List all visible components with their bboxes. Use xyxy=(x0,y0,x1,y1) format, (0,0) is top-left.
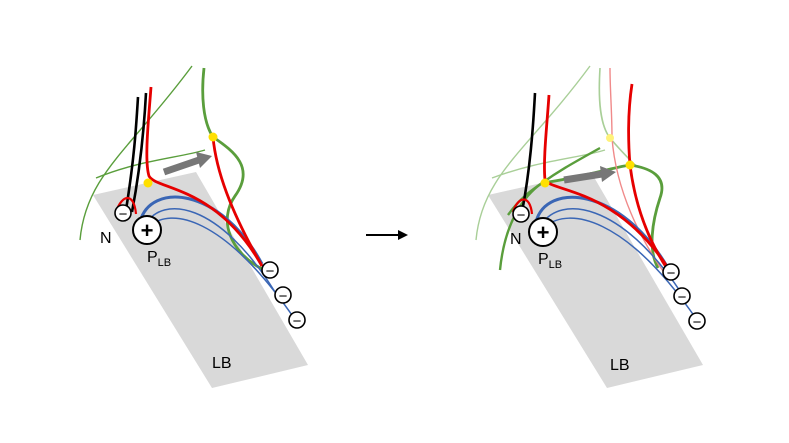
blue-field-line xyxy=(145,207,276,293)
region-label: LB xyxy=(212,355,232,372)
null-point xyxy=(143,178,153,188)
green-field-line xyxy=(79,65,193,241)
faint-green-field-line xyxy=(475,65,591,241)
negative-polarity-marker: − xyxy=(114,204,132,223)
svg-text:−: − xyxy=(678,289,687,306)
null-point xyxy=(208,132,218,142)
positive-label: PLB xyxy=(538,251,562,271)
negative-polarity-marker: − xyxy=(673,287,691,306)
null-point xyxy=(540,178,550,188)
negative-polarity-marker: − xyxy=(688,312,706,331)
black-field-line xyxy=(124,96,140,211)
faint-green-field-line xyxy=(491,149,606,179)
gray-motion-arrow xyxy=(563,166,616,184)
positive-polarity-marker: + xyxy=(132,215,162,245)
blue-field-line xyxy=(541,208,683,295)
negative-polarity-marker: − xyxy=(662,263,680,282)
green-field-line xyxy=(95,149,206,179)
negative-label: N xyxy=(100,230,112,247)
faint-red-field-line xyxy=(609,67,613,139)
negative-polarity-marker: − xyxy=(512,205,530,224)
svg-text:−: − xyxy=(693,314,702,331)
svg-text:−: − xyxy=(517,207,526,224)
positive-polarity-marker: + xyxy=(528,217,558,247)
region-label: LB xyxy=(610,357,630,374)
svg-text:+: + xyxy=(141,218,154,243)
svg-text:−: − xyxy=(293,313,302,330)
negative-polarity-marker: − xyxy=(261,261,279,280)
gray-motion-arrow xyxy=(162,152,212,176)
negative-label: N xyxy=(510,231,522,248)
blue-field-line xyxy=(149,217,295,319)
black-field-line xyxy=(130,92,148,213)
svg-text:−: − xyxy=(279,288,288,305)
negative-polarity-marker: − xyxy=(274,286,292,305)
null-point xyxy=(625,160,635,170)
lb-region xyxy=(93,172,308,388)
red-field-line xyxy=(145,86,264,267)
faint-red-field-line xyxy=(611,137,669,279)
svg-text:−: − xyxy=(266,263,275,280)
red-field-line xyxy=(211,136,264,267)
blue-field-line xyxy=(545,217,698,321)
svg-text:−: − xyxy=(667,265,676,282)
svg-text:−: − xyxy=(119,206,128,223)
panel-right: − + − − − N PLB LB xyxy=(475,65,706,388)
null-point xyxy=(606,134,614,142)
panel-left: − + − − − N PLB LB xyxy=(79,65,308,388)
negative-polarity-marker: − xyxy=(288,311,306,330)
positive-label: PLB xyxy=(147,249,171,269)
svg-text:+: + xyxy=(537,220,550,245)
